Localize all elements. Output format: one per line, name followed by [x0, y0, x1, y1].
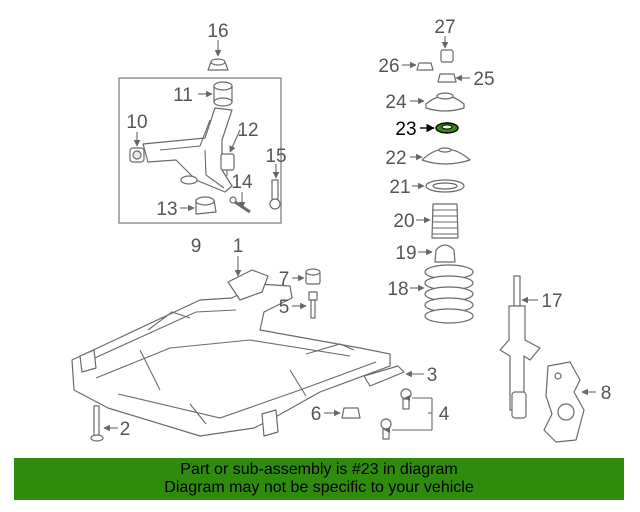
callout-6: 6 [311, 404, 322, 425]
part-20-boot[interactable] [431, 203, 459, 239]
part-27-cap[interactable] [440, 49, 454, 63]
part-7-bushing[interactable] [305, 268, 321, 285]
callout-27: 27 [434, 17, 455, 38]
part-19-bump-stop[interactable] [434, 244, 456, 263]
part-10-bushing[interactable] [129, 147, 145, 163]
parts-diagram: 16 11 10 12 13 14 15 9 1 7 5 3 6 4 2 27 … [71, 17, 612, 443]
part-14-bolt[interactable] [229, 196, 251, 214]
banner-line-1: Part or sub-assembly is #23 in diagram [180, 461, 458, 478]
callout-18: 18 [387, 279, 408, 300]
callout-23: 23 [395, 119, 416, 140]
callout-11: 11 [173, 85, 193, 106]
callout-1: 1 [233, 236, 244, 257]
callout-15: 15 [265, 146, 286, 167]
callout-17: 17 [541, 291, 562, 312]
callout-14: 14 [231, 172, 253, 193]
part-21-insulator[interactable] [425, 179, 465, 193]
part-17-strut[interactable] [499, 275, 541, 419]
part-18-coil-spring[interactable] [424, 264, 474, 324]
info-banner: Part or sub-assembly is #23 in diagram D… [14, 458, 624, 500]
callout-24: 24 [385, 92, 407, 113]
part-24-mount[interactable] [425, 92, 465, 112]
part-15-bolt[interactable] [269, 179, 281, 210]
part-3-bracket[interactable] [363, 365, 405, 387]
subframe-crossmember[interactable] [71, 269, 391, 437]
callout-12: 12 [237, 120, 258, 141]
callout-22: 22 [385, 148, 406, 169]
part-16-nut[interactable] [207, 58, 229, 71]
callout-10: 10 [126, 112, 147, 133]
part-2-bolt[interactable] [90, 405, 104, 442]
callout-2: 2 [120, 419, 131, 440]
callout-9: 9 [191, 236, 202, 257]
part-4-bolts[interactable] [380, 388, 412, 440]
part-8-knuckle[interactable] [543, 361, 585, 443]
callout-5: 5 [279, 297, 290, 318]
control-arm-group-box [118, 77, 282, 224]
callout-20: 20 [393, 211, 414, 232]
part-23-bearing[interactable] [435, 122, 459, 134]
callout-19: 19 [395, 243, 416, 264]
callout-25: 25 [473, 69, 494, 90]
part-25-nut[interactable] [437, 73, 457, 83]
part-6-nut[interactable] [341, 407, 361, 419]
part-13-bushing[interactable] [195, 196, 217, 215]
part-12-ball-joint[interactable] [220, 153, 235, 176]
part-22-spring-seat[interactable] [421, 147, 471, 165]
callout-7: 7 [279, 269, 290, 290]
callout-4: 4 [439, 404, 450, 425]
part-11-bushing[interactable] [213, 81, 233, 107]
callout-16: 16 [207, 21, 228, 42]
callout-21: 21 [389, 177, 410, 198]
callout-8: 8 [601, 383, 612, 404]
part-5-bolt[interactable] [308, 291, 318, 319]
callout-26: 26 [378, 56, 399, 77]
lower-control-arm[interactable] [142, 107, 233, 193]
part-26-nut[interactable] [416, 62, 434, 71]
callout-3: 3 [427, 365, 438, 386]
banner-line-2: Diagram may not be specific to your vehi… [164, 479, 474, 496]
callout-13: 13 [156, 199, 177, 220]
